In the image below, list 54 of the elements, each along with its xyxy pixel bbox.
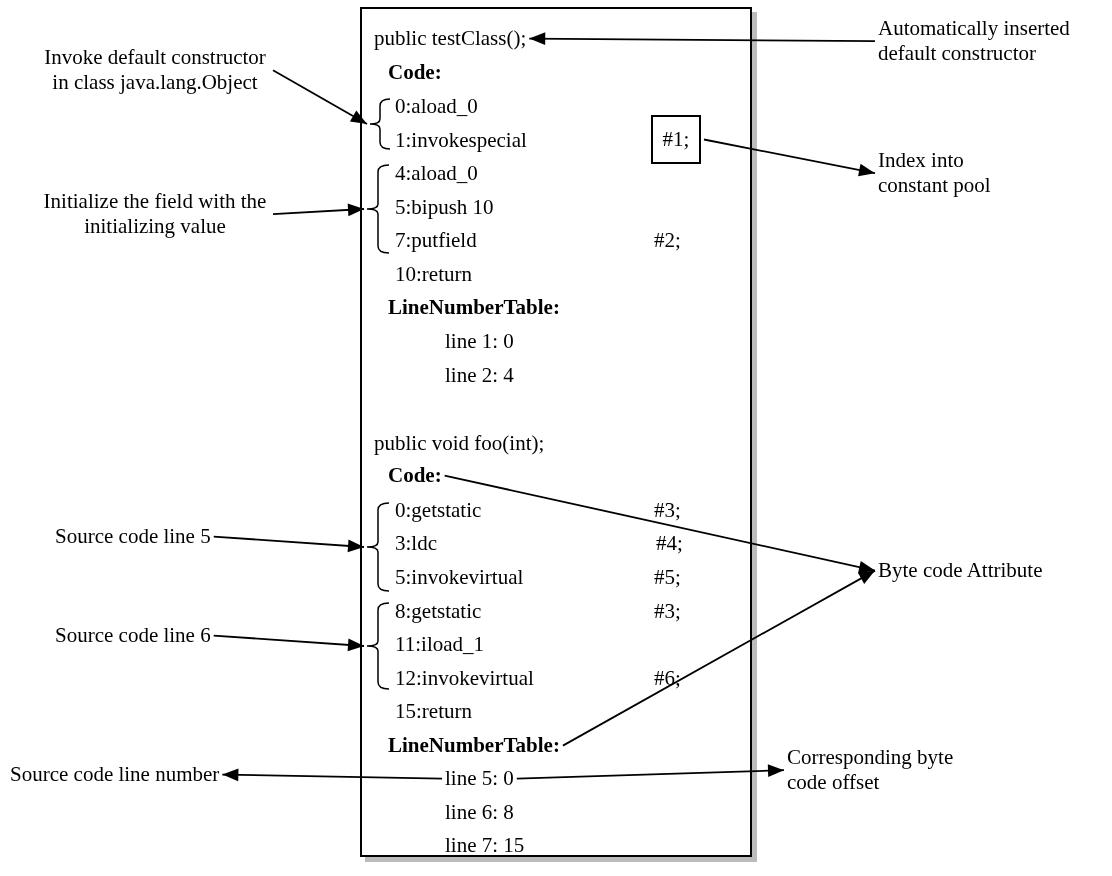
arrow [212,535,365,553]
code-line: line 5: 0 [445,766,514,792]
arrow [443,474,876,574]
code-line: 0:aload_0 [395,94,478,120]
code-line: 7:putfield [395,228,477,254]
code-line: line 7: 15 [445,833,525,859]
code-line: 1:invokespecial [395,128,527,154]
code-line: 3:ldc [395,531,437,557]
section-heading: Code: [388,463,442,489]
code-line: #3; [654,498,681,524]
code-line: #6; [654,666,681,692]
code-line: public testClass(); [374,26,527,52]
code-line: public void foo(int); [374,431,545,457]
annotation-text: Source code line 6 [55,623,211,649]
code-line: #3; [654,599,681,625]
code-line: #5; [654,565,681,591]
section-heading: LineNumberTable: [388,733,560,759]
section-heading: LineNumberTable: [388,295,560,321]
curly-brace [367,164,389,254]
annotation-text: Corresponding byte code offset [787,745,977,796]
code-line: 11:iload_1 [395,632,485,658]
code-line: line 6: 8 [445,800,514,826]
curly-brace [370,98,390,150]
arrow [221,768,443,782]
arrow [703,138,876,177]
curly-brace [367,602,389,690]
annotation-text: Automatically inserted default constructor [878,16,1078,67]
annotation-text: Initialize the field with the initializing value [40,189,270,240]
arrow [212,634,365,652]
arrow [272,69,368,125]
arrow [272,203,365,217]
code-line: line 1: 0 [445,329,514,355]
code-line: 8:getstatic [395,599,482,625]
annotation-text: Source code line number [10,762,220,788]
annotation-text: Byte code Attribute [878,558,1043,584]
annotation-text: Source code line 5 [55,524,211,550]
annotation-text: Invoke default constructor in class java.lang.Object [40,45,270,96]
code-line: 4:aload_0 [395,161,478,187]
code-line: line 2: 4 [445,363,514,389]
section-heading: Code: [388,60,442,86]
code-line: 5:invokevirtual [395,565,524,591]
code-line: #2; [654,228,681,254]
code-line: 10:return [395,262,472,288]
curly-brace [367,502,389,592]
code-line: #4; [656,531,683,557]
arrow [562,569,876,747]
boxed-operand: #1; [651,115,701,164]
code-line: 0:getstatic [395,498,482,524]
arrow [528,32,876,46]
code-line: 12:invokevirtual [395,666,534,692]
arrow [515,764,785,780]
code-line: 5:bipush 10 [395,195,494,221]
code-line: 15:return [395,699,472,725]
annotation-text: Index into constant pool [878,148,1038,199]
